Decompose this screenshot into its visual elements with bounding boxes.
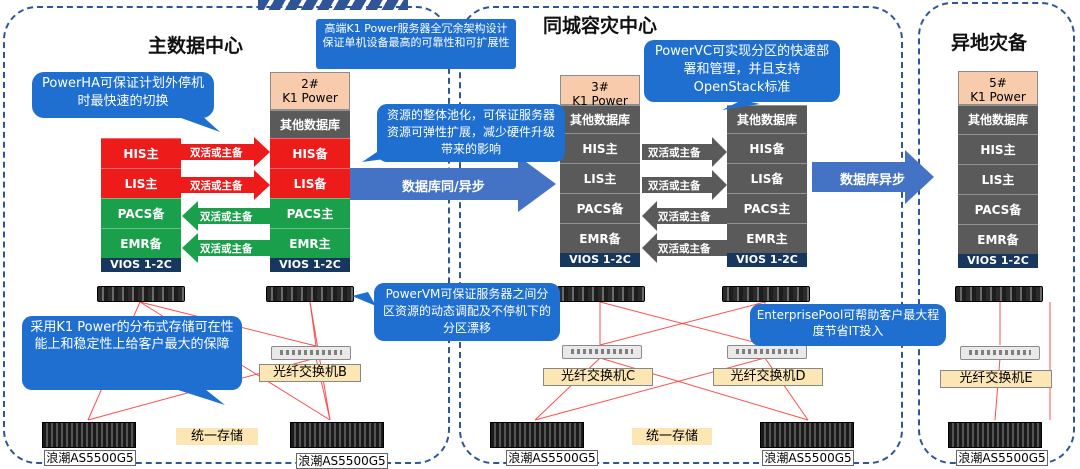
callout-powervm: PowerVM可保证服务器之间分区资源的动态调配及不停机下的分区漂移 [374, 283, 560, 341]
db-partition: HIS备 [727, 133, 807, 163]
callout-enterprisepool: EnterprisePool可帮助客户最大程度节省IT投入 [750, 304, 946, 346]
db-partition: EMR备 [101, 228, 181, 258]
sync-label-local-remote: 数据库异步 [840, 173, 906, 188]
title-main: 主数据中心 [148, 35, 244, 57]
region-local [459, 6, 903, 464]
vios-label: VIOS 1-2C [270, 258, 350, 272]
db-partition-other: 其他数据库 [727, 105, 807, 133]
fiber-switch-icon [727, 345, 807, 359]
storage-array-icon [42, 422, 136, 448]
db-partition: PACS主 [270, 198, 350, 228]
db-partition-other: 其他数据库 [270, 110, 350, 138]
storage-array-icon [948, 422, 1042, 448]
db-partition: LIS主 [958, 164, 1038, 194]
server-model: K1 Power [572, 94, 628, 108]
db-partition: LIS备 [727, 163, 807, 193]
vios-label: VIOS 1-2C [958, 254, 1038, 268]
sync-label-main-local: 数据库同/异步 [402, 180, 485, 195]
db-partition: HIS主 [101, 138, 181, 168]
fiber-switch-icon [562, 345, 642, 359]
arrow-label-emr-main: 双活或主备 [200, 243, 253, 255]
fiber-switch-label: 光纤交换机B [259, 364, 361, 382]
server-header: 2# K1 Power [270, 72, 350, 110]
callout-powerha: PowerHA可保证计划外停机时最快速的切换 [32, 72, 214, 118]
db-partition: PACS备 [958, 194, 1038, 224]
db-partition: HIS主 [560, 133, 640, 163]
db-partition-other: 其他数据库 [958, 105, 1038, 134]
server-model: K1 Power [970, 90, 1026, 104]
db-partition: EMR主 [727, 223, 807, 253]
db-partition: EMR备 [958, 224, 1038, 254]
title-remote: 异地灾备 [951, 32, 1028, 54]
storage-array-icon [490, 422, 584, 448]
db-partition: PACS备 [101, 198, 181, 228]
server-hardware-icon [955, 286, 1043, 302]
arrow-label-lis-main: 双活或主备 [190, 180, 243, 192]
server-column-local-left: 3# K1 Power 其他数据库 HIS主 LIS主 PACS备 EMR备 V… [560, 75, 640, 267]
arrow-label-his-local: 双活或主备 [648, 147, 701, 159]
vios-label: VIOS 1-2C [727, 253, 807, 267]
storage-label: 浪潮AS5500G5 [44, 450, 136, 466]
storage-array-icon [290, 422, 384, 448]
storage-array-icon [760, 422, 854, 448]
server-hardware-icon [557, 286, 645, 302]
server-number: 5# [989, 76, 1007, 90]
callout-powervc: PowerVC可实现分区的快速部署和管理，并且支持OpenStack标准 [644, 40, 840, 102]
unified-storage-label: 统一存储 [176, 428, 258, 445]
db-partition: EMR备 [560, 223, 640, 253]
server-hardware-icon [266, 286, 354, 302]
header-stripe [258, 0, 408, 10]
server-header: 5# K1 Power [958, 71, 1038, 105]
fiber-switch-icon [271, 346, 351, 360]
unified-storage-label: 统一存储 [632, 428, 712, 445]
server-column-remote: 5# K1 Power 其他数据库 HIS主 LIS主 PACS备 EMR备 V… [958, 71, 1038, 268]
storage-label: 浪潮AS5500G5 [296, 453, 388, 469]
db-partition: LIS备 [270, 168, 350, 198]
region-main [3, 6, 450, 464]
fiber-switch-icon [960, 346, 1040, 360]
db-partition: HIS备 [270, 138, 350, 168]
vios-label: VIOS 1-2C [101, 258, 181, 272]
storage-label: 浪潮AS5500G5 [762, 450, 854, 466]
db-partition: PACS主 [727, 193, 807, 223]
server-column-main-right: 2# K1 Power 其他数据库 HIS备 LIS备 PACS主 EMR主 V… [270, 72, 350, 272]
callout-pooling: 资源的整体池化，可保证服务器资源可弹性扩展，减少硬件升级带来的影响 [377, 104, 565, 162]
db-partition-other: 其他数据库 [560, 105, 640, 133]
fiber-switch-label: 光纤交换机E [940, 370, 1052, 388]
callout-k1-power-top: 高端K1 Power服务器全冗余架构设计保证单机设备最高的可靠性和可扩展性 [316, 19, 516, 69]
server-column-local-right: 其他数据库 HIS备 LIS备 PACS主 EMR主 VIOS 1-2C [727, 105, 807, 267]
fiber-switch-label: 光纤交换机C [543, 368, 653, 386]
callout-distributed-storage: 采用K1 Power的分布式存储可在性能上和稳定性上给客户最大的保障 [22, 316, 242, 390]
server-hardware-icon [722, 286, 810, 302]
arrow-label-emr-local: 双活或主备 [658, 243, 711, 255]
arrow-label-his-main: 双活或主备 [190, 147, 243, 159]
db-partition: LIS主 [560, 163, 640, 193]
fiber-switch-label: 光纤交换机D [713, 368, 823, 386]
arrow-label-pacs-main: 双活或主备 [200, 211, 253, 223]
vios-label: VIOS 1-2C [560, 253, 640, 267]
title-local: 同城容灾中心 [543, 15, 658, 37]
storage-label: 浪潮AS5500G5 [956, 450, 1048, 466]
arrow-label-pacs-local: 双活或主备 [658, 211, 711, 223]
db-partition: EMR主 [270, 228, 350, 258]
db-partition: HIS主 [958, 134, 1038, 164]
server-column-main-left: HIS主 LIS主 PACS备 EMR备 VIOS 1-2C [101, 138, 181, 272]
db-partition: LIS主 [101, 168, 181, 198]
db-partition: PACS备 [560, 193, 640, 223]
server-hardware-icon [97, 286, 185, 302]
server-header: 3# K1 Power [560, 75, 640, 108]
server-model: K1 Power [282, 91, 338, 105]
server-number: 3# [591, 80, 609, 94]
storage-label: 浪潮AS5500G5 [506, 450, 598, 466]
arrow-label-lis-local: 双活或主备 [648, 180, 701, 192]
server-number: 2# [301, 77, 319, 91]
